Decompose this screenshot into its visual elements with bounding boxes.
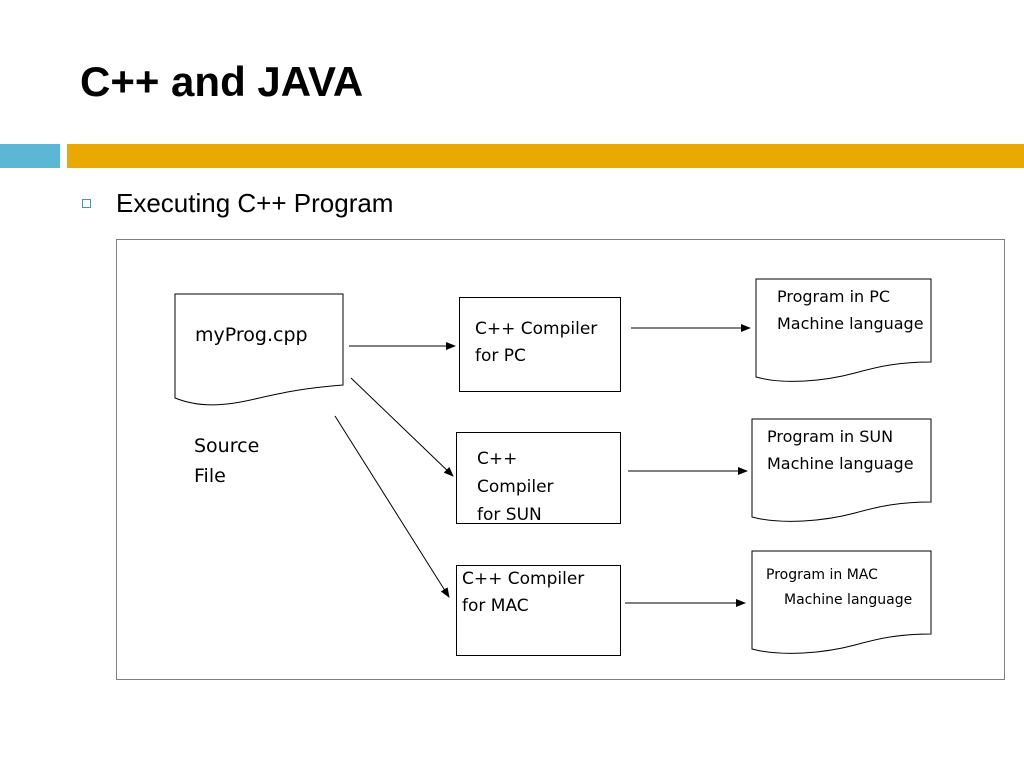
bullet-text: Executing C++ Program — [116, 188, 394, 218]
bullet-square-icon — [82, 199, 91, 208]
accent-bar-blue — [0, 144, 60, 168]
pc-output-line2: Machine language — [777, 314, 924, 333]
pc-output-line1: Program in PC — [777, 287, 890, 306]
sun-compiler-box — [456, 432, 621, 524]
mac-compiler-box — [456, 565, 621, 656]
source-document-shape — [174, 293, 344, 406]
pc-output-document-shape — [755, 278, 932, 382]
mac-output-line1: Program in MAC — [766, 567, 878, 583]
sun-compiler-line2: Compiler — [477, 477, 554, 497]
source-label-line2: File — [194, 465, 226, 487]
mac-output-document-shape — [751, 550, 932, 654]
mac-compiler-line2: for MAC — [462, 596, 529, 616]
sun-output-line2: Machine language — [767, 454, 914, 473]
sun-output-document-shape — [751, 418, 932, 522]
sun-compiler-line1: C++ — [477, 449, 517, 469]
mac-output-line2: Machine language — [784, 592, 912, 608]
pc-compiler-line1: C++ Compiler — [475, 319, 597, 339]
source-filename: myProg.cpp — [195, 324, 308, 346]
pc-compiler-box — [459, 297, 621, 392]
arrow-source-to-mac-compiler — [334, 415, 450, 598]
sun-compiler-line3: for SUN — [477, 505, 542, 525]
pc-compiler-line2: for PC — [475, 346, 526, 366]
slide-title: C++ and JAVA — [80, 58, 364, 105]
mac-compiler-line1: C++ Compiler — [462, 569, 584, 589]
accent-bar-gold — [67, 144, 1024, 168]
sun-output-line1: Program in SUN — [767, 427, 893, 446]
source-label-line1: Source — [194, 435, 259, 457]
diagram-frame — [116, 239, 1005, 680]
arrow-source-to-sun-compiler — [350, 377, 454, 477]
